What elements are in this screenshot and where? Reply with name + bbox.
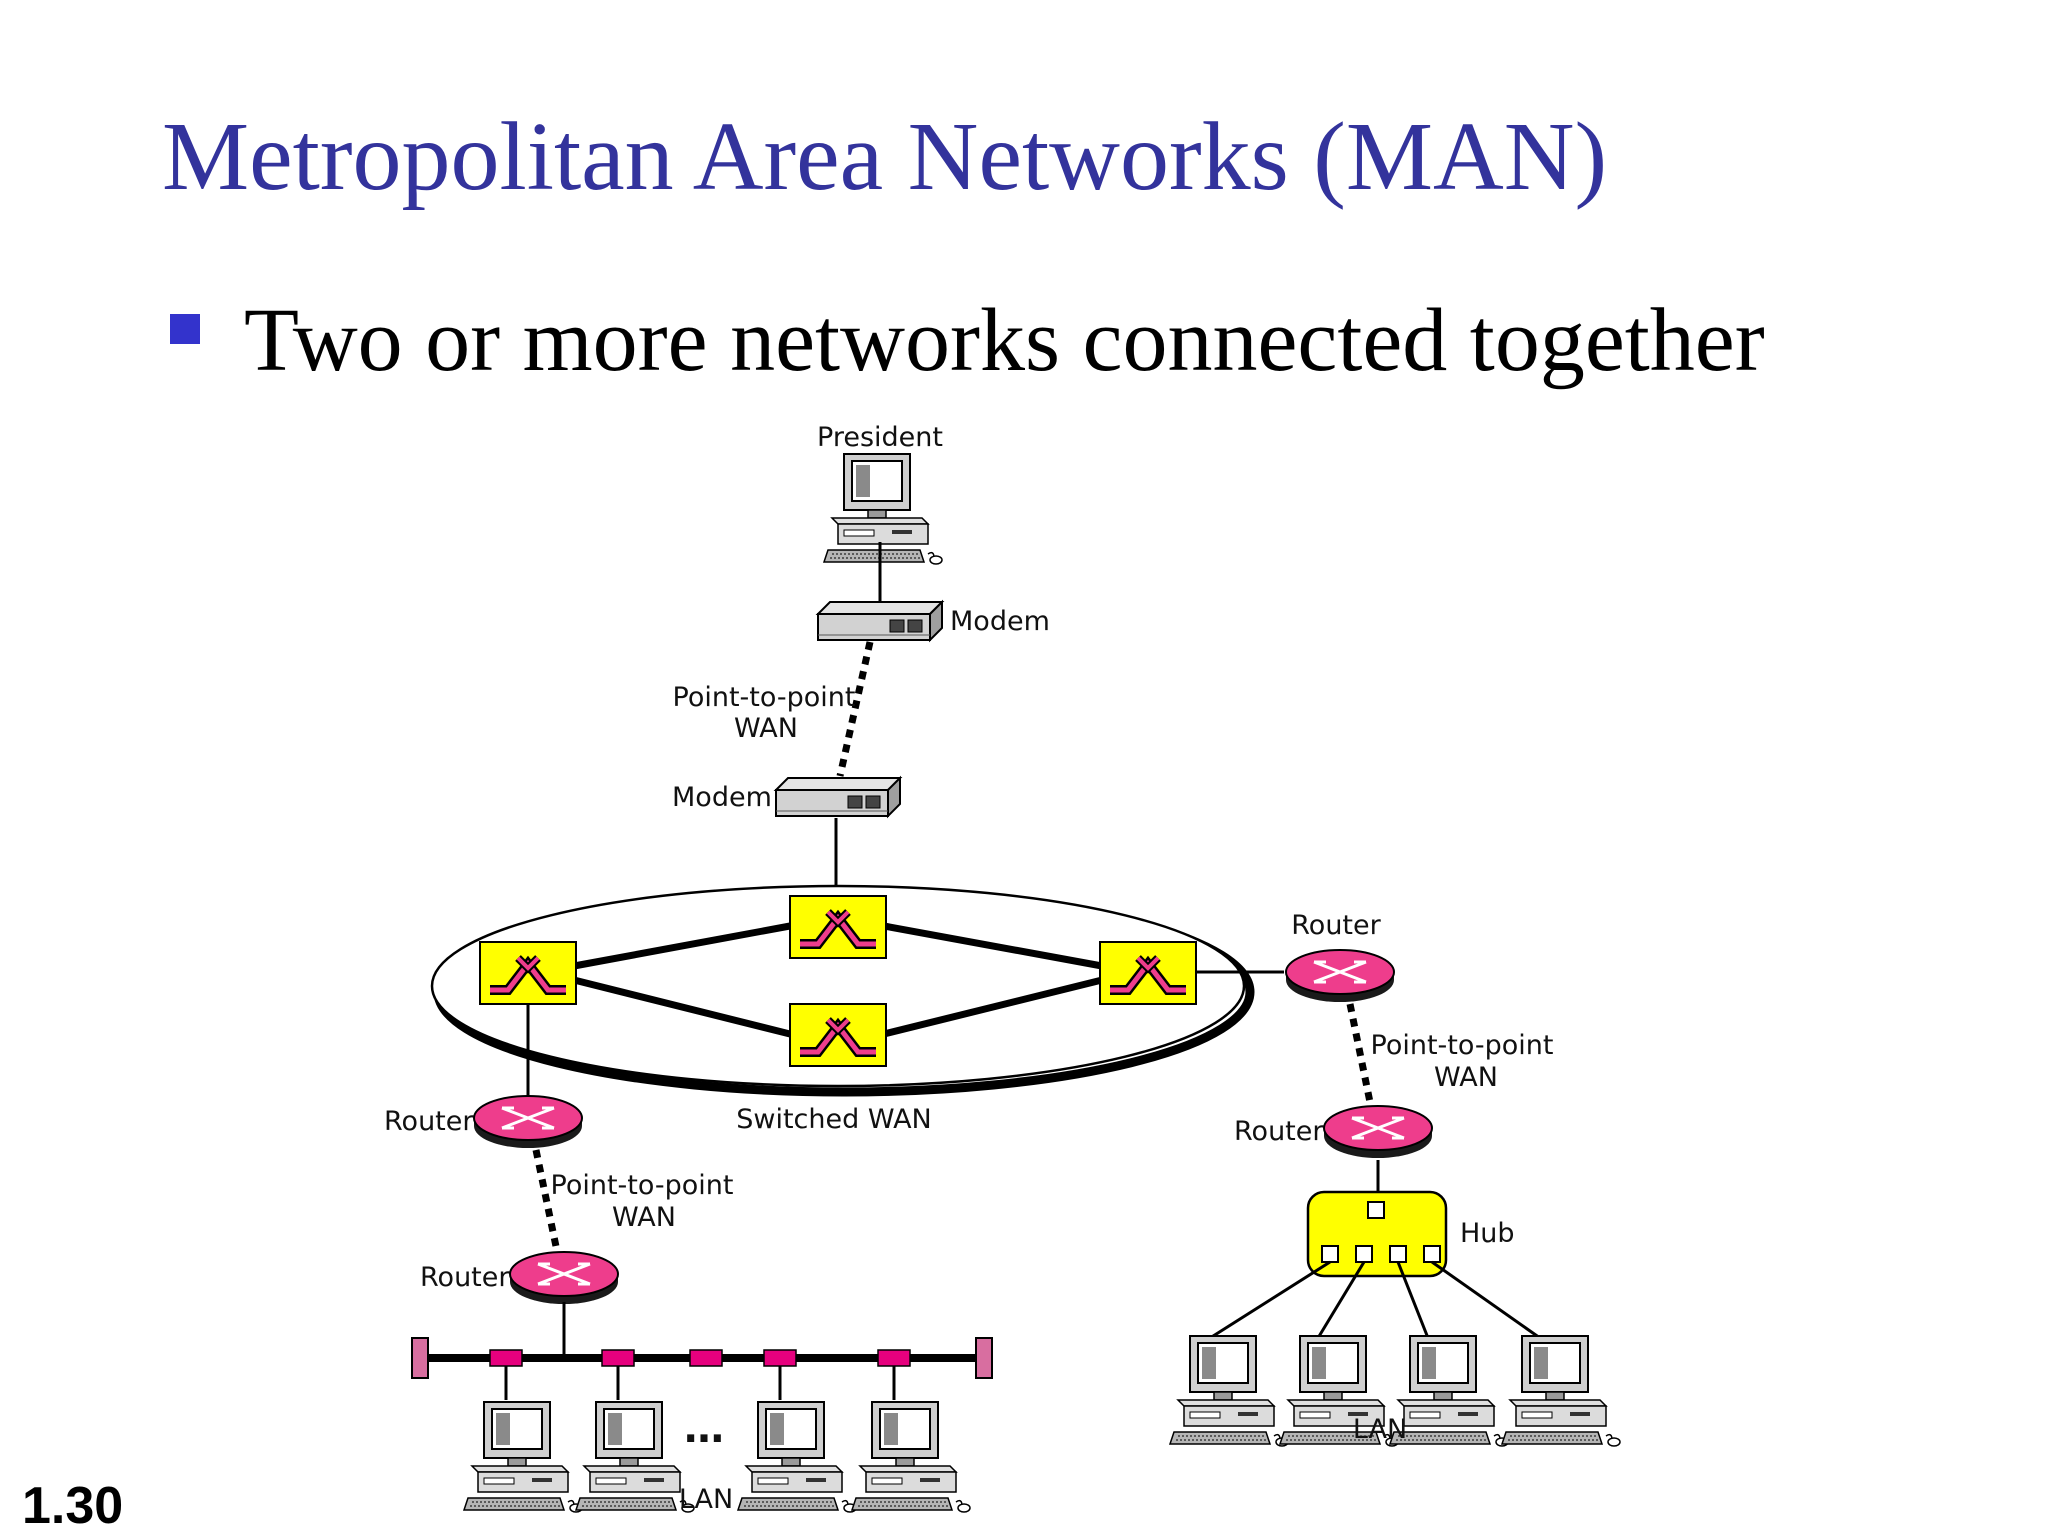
lan-right-computer-icon <box>1501 1335 1621 1447</box>
switch-mesh-links <box>573 922 1103 1038</box>
p2p-right-label-1: Point-to-point <box>1371 1030 1554 1061</box>
p2p-top-label-1: Point-to-point <box>673 682 856 713</box>
lan-left-ellipsis: … <box>684 1406 724 1452</box>
lan-connector-icon <box>489 1349 523 1367</box>
router-left-top-label: Router <box>384 1106 474 1137</box>
lan-connector-icon <box>763 1349 797 1367</box>
p2p-right-label-2: WAN <box>1434 1062 1498 1093</box>
bullet-square-icon <box>170 314 200 344</box>
slide-number: 1.30 <box>22 1477 124 1535</box>
lan-left-computer-icon <box>737 1401 857 1513</box>
lan-right-computer-icon <box>1169 1335 1289 1447</box>
president-computer-icon <box>823 453 943 565</box>
hub-lan-links <box>1209 1260 1541 1340</box>
router-right-top-icon <box>1284 948 1396 1004</box>
p2p-wan-left-link <box>532 1149 562 1257</box>
lan-connector-icon <box>689 1349 723 1367</box>
switch-bottom-icon <box>790 1004 886 1066</box>
lan-left-computer-icon <box>575 1401 695 1513</box>
router-left-top-icon <box>472 1094 584 1150</box>
switched-wan-label: Switched WAN <box>736 1104 932 1135</box>
router-right-bottom-label: Router <box>1234 1116 1324 1147</box>
bullet-text: Two or more networks connected together <box>244 291 1765 390</box>
hub-icon <box>1306 1190 1448 1278</box>
hub-label: Hub <box>1460 1218 1515 1249</box>
modem-top-label: Modem <box>950 606 1050 637</box>
modem-top-icon <box>817 601 943 641</box>
p2p-top-label-2: WAN <box>734 713 798 744</box>
president-label: President <box>817 422 943 453</box>
lan-left-label: LAN <box>679 1484 733 1515</box>
router-right-top-label: Router <box>1291 910 1381 941</box>
p2p-wan-right-link <box>1346 1003 1376 1113</box>
router-right-bottom-icon <box>1322 1104 1434 1160</box>
modem-mid-icon <box>775 777 901 817</box>
slide-title: Metropolitan Area Networks (MAN) <box>162 103 1608 211</box>
switch-left-icon <box>480 942 576 1004</box>
lan-left-computer-icon <box>463 1401 583 1513</box>
switched-wan-cloud <box>430 884 1246 1088</box>
modem-mid-label: Modem <box>672 782 772 813</box>
lan-connector-icon <box>601 1349 635 1367</box>
router-left-bottom-icon <box>508 1250 620 1306</box>
p2p-wan-top-link <box>836 641 874 777</box>
p2p-left-label-2: WAN <box>612 1202 676 1233</box>
bus-terminator-right-icon <box>975 1337 993 1379</box>
switch-top-icon <box>790 896 886 958</box>
bus-terminator-left-icon <box>411 1337 429 1379</box>
router-left-bottom-label: Router <box>420 1262 510 1293</box>
lan-right-label: LAN <box>1353 1414 1407 1445</box>
lan-left-computer-icon <box>851 1401 971 1513</box>
lan-connector-icon <box>877 1349 911 1367</box>
switch-right-icon <box>1100 942 1196 1004</box>
p2p-left-label-1: Point-to-point <box>551 1170 734 1201</box>
lan-right-computer-icon <box>1389 1335 1509 1447</box>
